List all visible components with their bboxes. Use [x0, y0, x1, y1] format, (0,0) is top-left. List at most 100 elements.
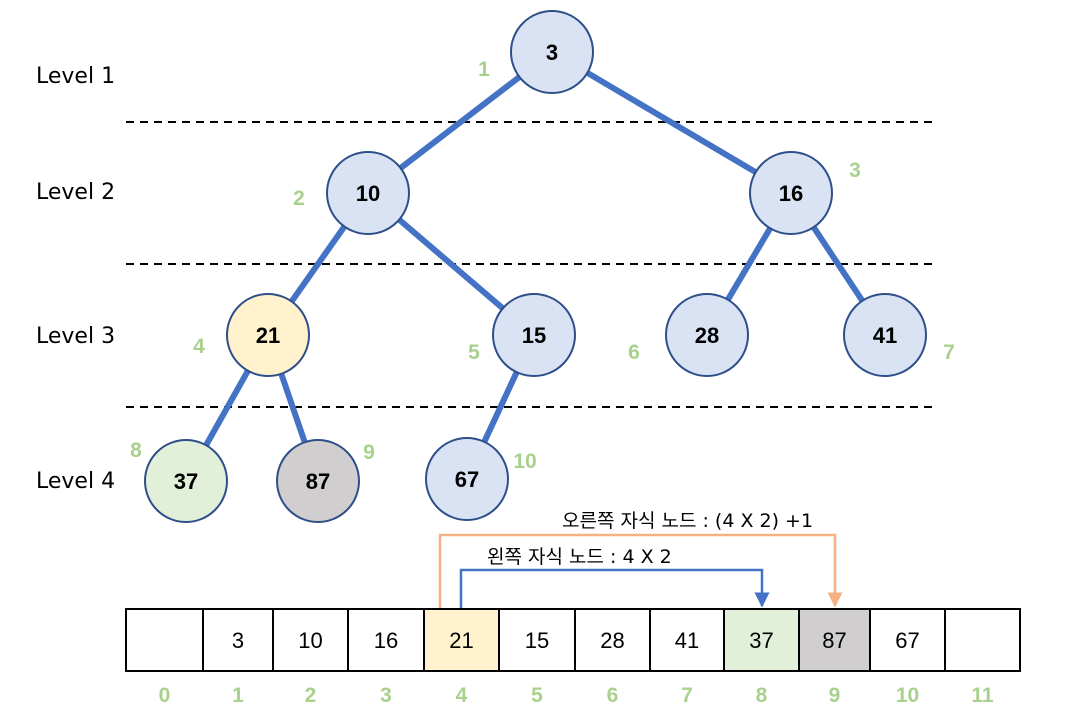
array-cell-box [498, 608, 576, 672]
node-value: 3 [546, 40, 558, 65]
array-cell: 16 3 [347, 608, 425, 707]
array-index-label: 3 [380, 684, 392, 707]
tree-node: 87 9 [276, 439, 375, 523]
node-value: 87 [306, 469, 330, 494]
node-circle [144, 439, 228, 523]
heap-array: 031 10 2 16 3 21 4 15 5 28 6 41 7 37 8 87 9 67 10 11 [125, 608, 1021, 707]
node-index-label: 9 [363, 441, 375, 464]
node-index-label: 7 [943, 341, 955, 364]
array-cell: 31 [202, 608, 274, 707]
child-index-annotations: 오른쪽 자식 노드 : (4 X 2) +1 왼쪽 자식 노드 : 4 X 2 [438, 510, 843, 608]
array-cell-box [649, 608, 725, 672]
node-index-label: 10 [513, 450, 536, 473]
level-label-4: Level 4 [36, 469, 115, 494]
tree-node: 37 8 [130, 439, 228, 523]
array-index-label: 4 [456, 684, 468, 707]
array-cell: 87 9 [798, 608, 871, 707]
tree-edge [289, 224, 347, 304]
node-value: 15 [522, 323, 546, 348]
array-cell-box [202, 608, 274, 672]
array-index-label: 11 [971, 684, 994, 707]
left-child-arrow [459, 568, 770, 608]
tree-edge [811, 225, 865, 303]
array-cell: 21 4 [423, 608, 500, 707]
tree-node: 31 [478, 10, 594, 94]
array-cell-value: 37 [749, 628, 773, 653]
tree-node: 28 6 [628, 293, 749, 377]
node-circle [665, 293, 749, 377]
tree-edge [398, 74, 522, 171]
array-index-label: 5 [531, 684, 543, 707]
tree-edges [203, 70, 865, 447]
array-cell: 11 [944, 608, 1021, 707]
left-child-formula: 왼쪽 자식 노드 : 4 X 2 [487, 546, 672, 568]
right-child-formula: 오른쪽 자식 노드 : (4 X 2) +1 [562, 510, 813, 532]
array-cell-value: 15 [525, 628, 549, 653]
node-index-label: 6 [628, 341, 640, 364]
node-circle [276, 439, 360, 523]
node-circle [749, 151, 833, 235]
array-index-label: 7 [681, 684, 693, 707]
array-cell-value: 21 [449, 628, 473, 653]
node-circle [326, 151, 410, 235]
node-index-label: 8 [130, 439, 142, 462]
node-index-label: 1 [478, 58, 490, 81]
tree-edge [585, 70, 758, 175]
array-cell-box [944, 608, 1021, 672]
array-cell: 67 10 [869, 608, 946, 707]
array-cell-box [869, 608, 946, 672]
node-circle [425, 437, 509, 521]
array-index-label: 10 [896, 684, 919, 707]
tree-node: 102 [293, 151, 410, 235]
node-value: 37 [174, 469, 198, 494]
right-child-arrow [438, 533, 843, 608]
node-value: 21 [256, 323, 280, 348]
array-cell: 15 5 [498, 608, 576, 707]
node-circle [226, 293, 310, 377]
node-circle [843, 293, 927, 377]
node-value: 16 [779, 181, 803, 206]
node-value: 67 [455, 467, 479, 492]
tree-edge [725, 226, 773, 302]
array-index-label: 6 [607, 684, 619, 707]
tree-node: 21 4 [193, 293, 310, 377]
array-cell-value: 3 [232, 628, 244, 653]
tree-node: 67 10 [425, 437, 537, 521]
node-circle [510, 10, 594, 94]
level-label-3: Level 3 [36, 324, 115, 349]
tree-edge [397, 217, 505, 311]
array-cell-box [125, 608, 204, 672]
node-index-label: 2 [293, 187, 305, 210]
array-cell-value: 28 [600, 628, 624, 653]
level-dividers [126, 121, 936, 408]
array-cell: 41 7 [649, 608, 725, 707]
array-cell-value: 67 [895, 628, 919, 653]
array-cell-value: 16 [374, 628, 398, 653]
node-value: 28 [695, 323, 719, 348]
level-label-1: Level 1 [36, 64, 115, 89]
array-cell-box [423, 608, 500, 672]
array-cell-value: 41 [675, 628, 699, 653]
tree-node: 41 7 [843, 293, 955, 377]
tree-node: 16 3 [749, 151, 861, 235]
tree-edge [481, 370, 520, 444]
array-cell-value: 10 [298, 628, 322, 653]
node-value: 41 [873, 323, 897, 348]
array-index-label: 2 [305, 684, 317, 707]
level-labels: Level 1 Level 2 Level 3 Level 4 [36, 64, 115, 494]
tree-node: 15 5 [468, 293, 576, 377]
node-index-label: 3 [849, 159, 861, 182]
array-cell-box [723, 608, 800, 672]
array-cell-value: 87 [822, 628, 846, 653]
array-index-label: 9 [829, 684, 841, 707]
level-label-2: Level 2 [36, 180, 115, 205]
array-cell: 0 [125, 608, 204, 707]
array-cell-box [347, 608, 425, 672]
array-index-label: 8 [756, 684, 768, 707]
node-index-label: 5 [468, 341, 480, 364]
node-index-label: 4 [193, 335, 205, 358]
array-cell: 10 2 [272, 608, 349, 707]
node-circle [492, 293, 576, 377]
